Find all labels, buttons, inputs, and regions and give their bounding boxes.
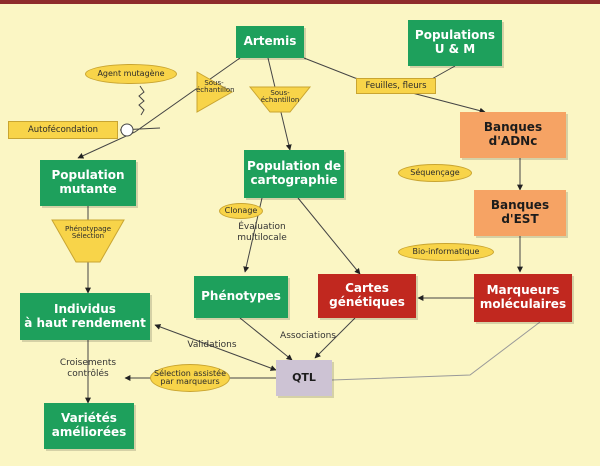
text-associations: Associations bbox=[280, 331, 336, 341]
link-um-feuilles bbox=[429, 65, 456, 81]
label-phenotypage: Phénotypage Sélection bbox=[64, 225, 112, 241]
node-phenotypes: Phénotypes bbox=[194, 276, 288, 318]
node-banques-adnc: Banques d'ADNc bbox=[460, 112, 566, 158]
link-cartes-qtl bbox=[314, 317, 356, 359]
label-agent-mutagene: Agent mutagène bbox=[85, 64, 177, 84]
label-selection-assistee: Sélection assistée par marqueurs bbox=[150, 364, 230, 392]
top-border bbox=[0, 0, 600, 4]
node-banques-est: Banques d'EST bbox=[474, 190, 566, 236]
link-artemis-adnc bbox=[303, 57, 486, 114]
node-marqueurs-moleculaires: Marqueurs moléculaires bbox=[474, 274, 572, 322]
sous-echantillon-triangle-2 bbox=[248, 86, 312, 113]
node-population-cartographie: Population de cartographie bbox=[244, 150, 344, 198]
node-cartes-genetiques: Cartes génétiques bbox=[318, 274, 416, 318]
label-sous-echantillon-2: Sous- échantillon bbox=[260, 89, 300, 105]
node-varietes: Variétés améliorées bbox=[44, 403, 134, 449]
node-population-mutante: Population mutante bbox=[40, 160, 136, 206]
label-sous-echantillon-1: Sous- échantillon bbox=[196, 79, 235, 95]
label-autofecondation: Autofécondation bbox=[8, 121, 118, 139]
link-marqueurs-qtl bbox=[331, 321, 541, 381]
text-croisements: Croisements contrôlés bbox=[59, 358, 117, 380]
node-qtl: QTL bbox=[276, 360, 332, 396]
link-cartographie-cartes bbox=[297, 197, 361, 275]
text-evaluation: Évaluation multilocale bbox=[237, 222, 287, 244]
label-clonage: Clonage bbox=[219, 203, 263, 219]
node-artemis: Artemis bbox=[236, 26, 304, 58]
node-populations-um: Populations U & M bbox=[408, 20, 502, 66]
label-bio-informatique: Bio-informatique bbox=[398, 243, 494, 261]
node-individus: Individus à haut rendement bbox=[20, 293, 150, 340]
phenotypage-triangle bbox=[51, 219, 125, 263]
text-validations: Validations bbox=[187, 340, 237, 350]
link-validations bbox=[154, 324, 277, 371]
sous-echantillon-triangle-1 bbox=[196, 71, 234, 113]
autofecondation-node bbox=[120, 123, 134, 137]
mutagen-squiggle bbox=[138, 85, 145, 116]
label-sequencage: Séquençage bbox=[398, 164, 472, 182]
label-feuilles-fleurs: Feuilles, fleurs bbox=[356, 78, 436, 94]
